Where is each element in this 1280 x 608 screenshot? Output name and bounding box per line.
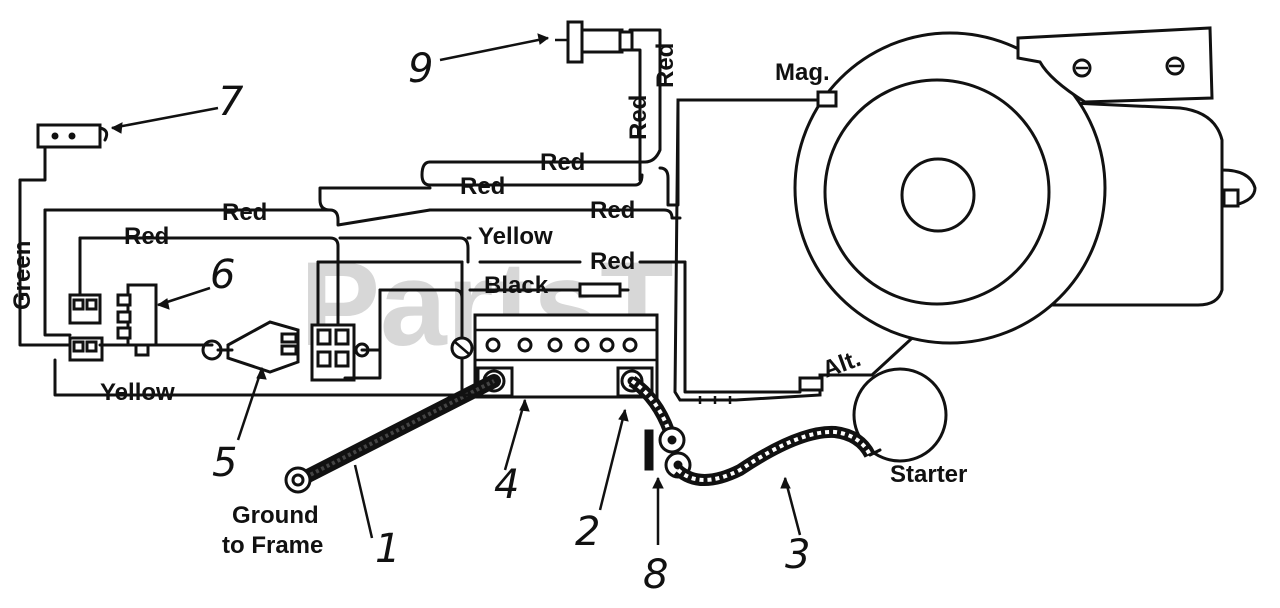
- callout-arrows: [110, 33, 802, 545]
- connector-block: [310, 323, 370, 382]
- ignition-switch: [201, 320, 300, 374]
- wire-label-yellow-bottom: Yellow: [100, 379, 175, 406]
- label-ground-line2: to Frame: [222, 532, 323, 559]
- wire-label-red-2: Red: [460, 173, 505, 200]
- wire-label-red-top-a: Red: [652, 43, 679, 88]
- callout-2: 2: [575, 509, 600, 555]
- starter-motor: [852, 367, 948, 463]
- wiring: [18, 28, 802, 397]
- wire-label-red-3: Red: [590, 197, 635, 224]
- ground-strap: [284, 374, 501, 494]
- callout-8: 8: [643, 552, 668, 598]
- starter-cable: [673, 425, 876, 486]
- wire-label-yellow-top: Yellow: [478, 223, 553, 250]
- wire-label-red-1: Red: [540, 149, 585, 176]
- callout-6: 6: [210, 252, 235, 298]
- callout-9: 9: [408, 46, 433, 92]
- callout-5: 5: [212, 440, 237, 486]
- engine: [673, 26, 1257, 404]
- wire-label-red-left: Red: [222, 199, 267, 226]
- label-ground-line1: Ground: [232, 502, 319, 529]
- callout-4: 4: [494, 462, 519, 508]
- callout-7: 7: [218, 79, 244, 125]
- wire-label-red-right: Red: [590, 248, 635, 275]
- wire-label-black: Black: [484, 272, 549, 299]
- wire-label-green: Green: [9, 241, 36, 310]
- wire-label-red-vertical: Red: [625, 95, 652, 140]
- label-mag: Mag.: [775, 59, 830, 86]
- seat-switch-7: [36, 123, 109, 149]
- seat-connector: [68, 293, 104, 362]
- light-plug-9: [555, 20, 634, 64]
- label-starter: Starter: [890, 461, 967, 488]
- callout-3: 3: [785, 532, 810, 578]
- wire-label-red-4: Red: [124, 223, 169, 250]
- callout-1: 1: [375, 526, 400, 572]
